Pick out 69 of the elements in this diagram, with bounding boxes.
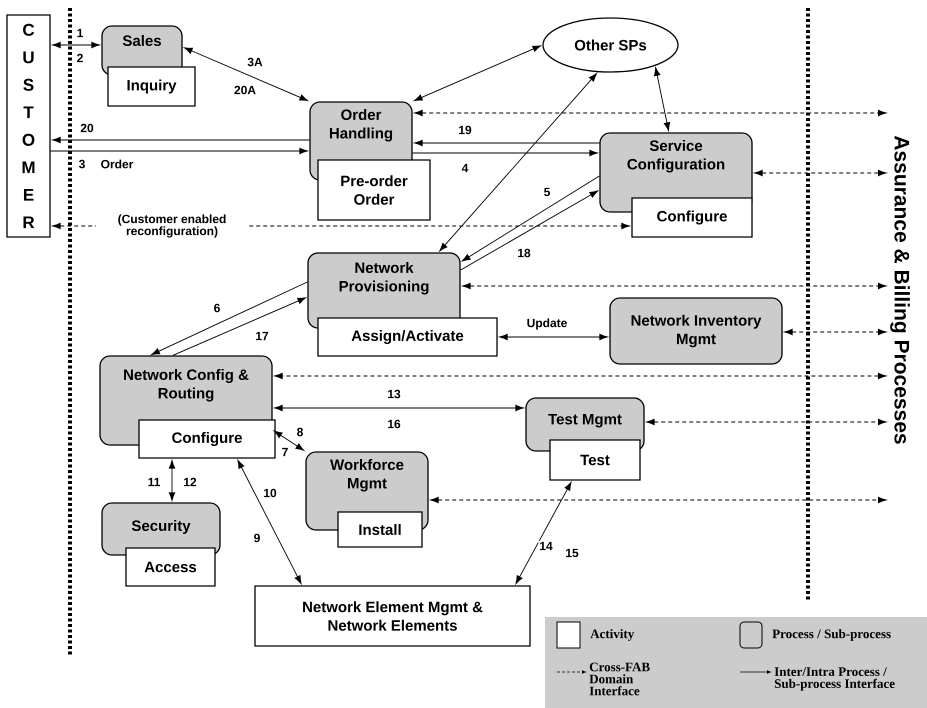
edge-label: 17: [254, 330, 270, 342]
arrow: [462, 176, 600, 262]
edge-label: 3: [78, 158, 86, 170]
edge-label: 4: [460, 162, 470, 174]
activity-box: Access: [125, 547, 216, 587]
arrow: [412, 150, 598, 156]
process-box: Network Inventory Mgmt: [609, 297, 783, 365]
arrow: [52, 42, 100, 48]
activity-box: Configure: [631, 197, 753, 238]
arrow: [151, 282, 308, 355]
flow-number: 12: [184, 478, 196, 486]
activity-box: Network Element Mgmt & Network Elements: [254, 585, 531, 647]
edge-label: 1: [76, 28, 84, 38]
activity-box: Test: [549, 439, 641, 481]
oval-box: Other SPs: [542, 17, 679, 73]
rotated-heading: Assurance & Billing Processes: [890, 136, 910, 444]
activity-box: Assign/Activate: [317, 317, 498, 357]
legend-label: Process / Sub-process: [772, 629, 891, 641]
flow-number: Order: [101, 160, 134, 168]
arrow: [237, 460, 302, 584]
activity-box: Install: [337, 511, 423, 548]
arrow: [654, 67, 670, 131]
edge-label: (Customer enabled reconfiguration): [96, 213, 248, 239]
flow-number: 15: [566, 548, 578, 558]
arrow: [516, 482, 572, 584]
legend-label: Inter/Intra Process / Sub-process Interface: [774, 667, 895, 691]
arrow: [460, 190, 598, 270]
flow-number: 16: [388, 420, 400, 428]
process-box: Security: [101, 502, 221, 556]
arrow: [414, 140, 600, 146]
arrow: [52, 136, 310, 144]
arrow: [184, 47, 308, 102]
flow-number: 7: [282, 448, 288, 456]
activity-box: Configure: [138, 419, 276, 459]
edge-label: 11: [146, 476, 162, 488]
edge-label: 8: [296, 426, 304, 438]
arrow: [168, 460, 176, 501]
edge-label: 13: [386, 388, 402, 400]
dashed-arrow: [784, 328, 886, 336]
dashed-arrow: [414, 110, 886, 116]
edge-label: 18: [516, 248, 532, 258]
arrow: [439, 73, 597, 252]
edge-label: 14: [538, 540, 554, 552]
edge-label: 6: [212, 302, 222, 314]
arrow: [274, 404, 524, 412]
edge-label: 10: [262, 488, 278, 498]
arrow: [274, 430, 304, 451]
edge-label: 20: [79, 122, 95, 134]
activity-box: Inquiry: [107, 66, 196, 107]
flow-number: 2: [77, 54, 83, 62]
edge-label: 19: [457, 124, 473, 136]
edge-label: 5: [542, 186, 552, 198]
dashed-arrow: [754, 170, 886, 176]
dashed-arrow: [462, 282, 886, 290]
entity-box: CUSTOMER: [6, 14, 51, 238]
arrow: [172, 297, 306, 356]
legend-label: Activity: [590, 629, 634, 641]
legend-label: Cross-FAB Domain Interface: [589, 662, 650, 696]
flow-number: 9: [254, 534, 260, 542]
flow-number: 20A: [234, 86, 256, 94]
activity-box: Pre-order Order: [317, 159, 431, 221]
edge-label: Update: [526, 317, 568, 331]
arrow: [414, 45, 541, 101]
dashed-arrow: [274, 372, 886, 380]
arrow: [499, 334, 608, 340]
dashed-arrow: [646, 418, 886, 426]
arrow: [50, 148, 308, 154]
dashed-arrow: [430, 496, 886, 504]
edge-label: 3A: [246, 56, 264, 68]
